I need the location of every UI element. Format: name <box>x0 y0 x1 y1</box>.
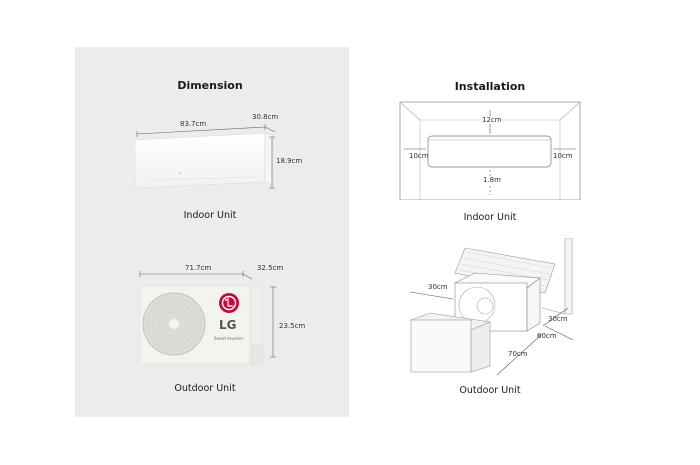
indoor-unit-image <box>134 132 274 189</box>
indoor-top-clearance-label: 12cm <box>482 116 502 124</box>
outdoor-left-clearance-label: 30cm <box>428 283 448 291</box>
outdoor-height-label: 23.5cm <box>279 322 306 330</box>
indoor-dimension-lines <box>136 124 276 189</box>
smart-inverter-label: Smart Inverter <box>214 336 244 341</box>
installation-indoor-caption: Indoor Unit <box>463 212 517 223</box>
lg-brand-text: LG <box>219 318 237 332</box>
indoor-installation-diagram <box>399 101 581 200</box>
indoor-width-label: 83.7cm <box>180 120 207 128</box>
outdoor-depth-label: 32.5cm <box>257 264 284 272</box>
indoor-floor-height-label: 1.8m <box>483 176 501 184</box>
outdoor-front-clearance-label: 70cm <box>508 350 528 358</box>
installation-outdoor-caption: Outdoor Unit <box>459 385 521 396</box>
outdoor-unit-image <box>139 285 265 365</box>
outdoor-width-label: 71.7cm <box>185 264 212 272</box>
outdoor-unit-caption: Outdoor Unit <box>174 383 236 394</box>
installation-title: Installation <box>454 80 526 93</box>
outdoor-installation-diagram <box>409 238 574 376</box>
indoor-depth-label: 30.8cm <box>252 113 279 121</box>
indoor-unit-caption: Indoor Unit <box>183 210 237 221</box>
indoor-left-clearance-label: 10cm <box>409 152 429 160</box>
indoor-height-label: 18.9cm <box>276 157 303 165</box>
indoor-right-clearance-label: 10cm <box>553 152 573 160</box>
outdoor-rear-clearance-label: 30cm <box>548 315 568 323</box>
outdoor-side-clearance-label: 60cm <box>537 332 557 340</box>
dimension-title: Dimension <box>177 79 243 92</box>
outdoor-dimension-lines <box>139 271 276 358</box>
